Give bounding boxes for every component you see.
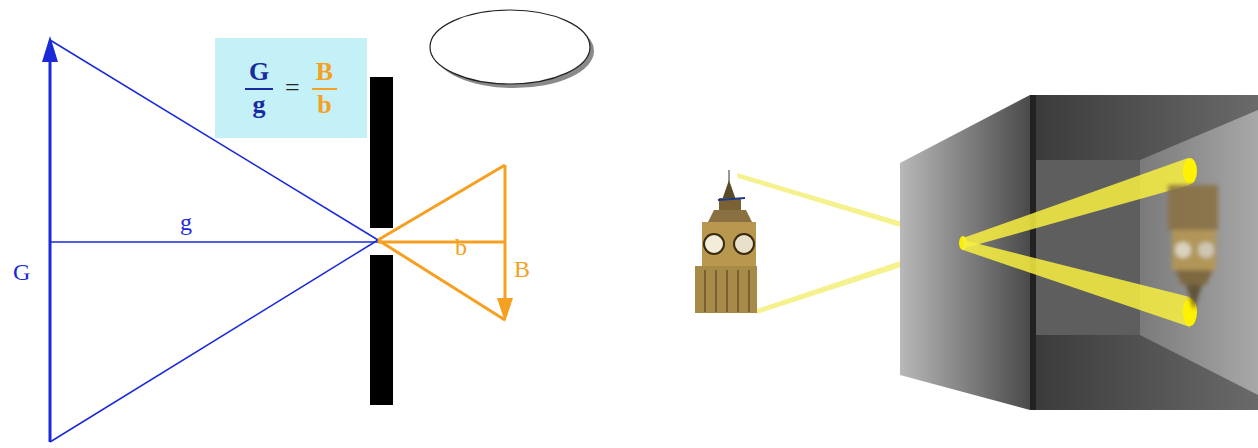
object-rays	[50, 40, 378, 442]
object-label: G	[13, 260, 30, 284]
image-label: B	[514, 257, 530, 281]
equals-sign: =	[285, 73, 300, 103]
inverted-image	[1168, 185, 1218, 310]
denominator: g	[248, 90, 269, 118]
distance-label: g	[180, 210, 192, 234]
denominator: b	[313, 90, 335, 118]
image-rays	[378, 165, 505, 320]
empty-ellipse	[430, 10, 594, 88]
distance-label: b	[455, 235, 467, 259]
light-beam	[963, 158, 1190, 248]
tower-photo	[695, 170, 757, 313]
numerator: B	[312, 58, 337, 89]
light-beam	[963, 240, 1190, 327]
light-spot	[1183, 158, 1197, 184]
arrow-head	[497, 298, 513, 322]
fraction: Gg	[245, 58, 273, 118]
arrow-head	[42, 36, 58, 62]
numerator: G	[245, 58, 273, 89]
camera-box	[900, 95, 1258, 410]
barrier	[370, 255, 393, 405]
formula-box: Gg = Bb	[215, 38, 367, 138]
fraction: Bb	[312, 58, 337, 118]
barrier	[370, 77, 393, 228]
